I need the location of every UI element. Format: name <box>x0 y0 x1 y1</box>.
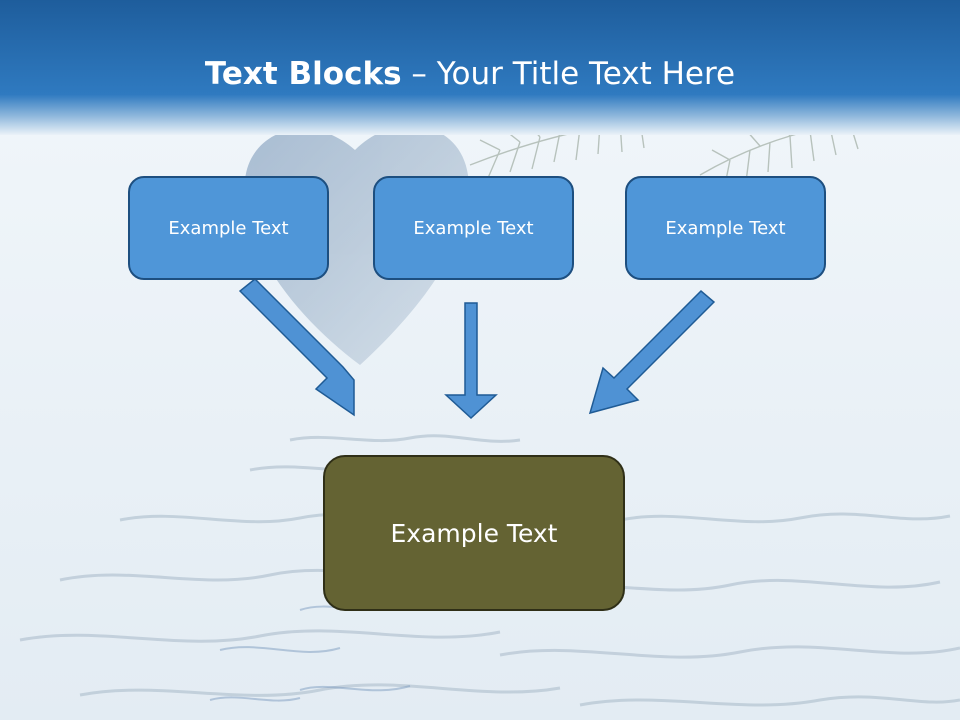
result-block-label: Example Text <box>390 518 558 548</box>
slide-title: Text Blocks – Your Title Text Here <box>0 52 940 96</box>
arrow-right-to-center <box>588 289 716 415</box>
title-rest-part: – Your Title Text Here <box>401 56 736 92</box>
title-bold-part: Text Blocks <box>204 56 402 92</box>
text-block-3-label: Example Text <box>665 217 786 239</box>
text-block-2: Example Text <box>373 176 574 280</box>
text-block-1-label: Example Text <box>168 217 289 239</box>
text-block-2-label: Example Text <box>413 217 534 239</box>
result-block: Example Text <box>323 455 625 611</box>
text-block-3: Example Text <box>625 176 826 280</box>
arrow-left-to-center <box>238 277 355 417</box>
header-band <box>0 0 960 135</box>
text-block-1: Example Text <box>128 176 329 280</box>
arrow-center-down <box>444 302 498 420</box>
